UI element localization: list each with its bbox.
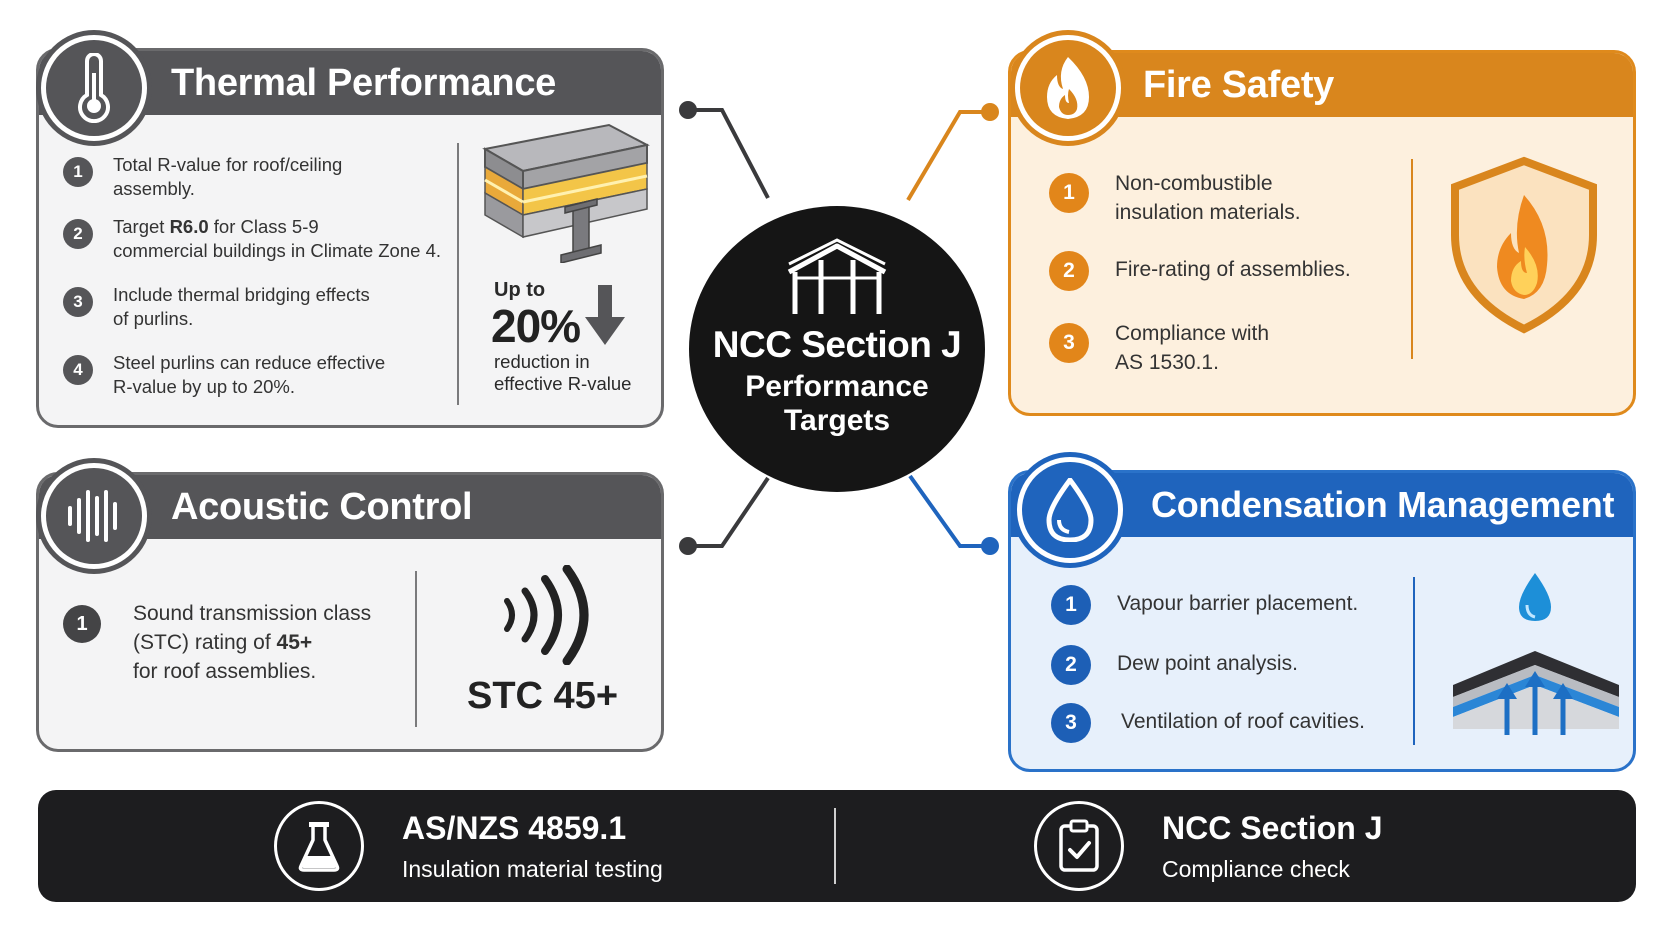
standards-footer: AS/NZS 4859.1 Insulation material testin… xyxy=(38,790,1636,902)
thermal-num-3: 3 xyxy=(63,287,93,317)
fire-divider xyxy=(1411,159,1413,359)
thermal-num-2: 2 xyxy=(63,219,93,249)
sound-wave-icon xyxy=(68,490,117,542)
water-drop-icon xyxy=(1046,478,1094,542)
condensation-item-1: Vapour barrier placement. xyxy=(1117,592,1359,615)
thermal-divider xyxy=(457,143,459,405)
fire-shield-icon xyxy=(1451,156,1597,334)
fire-badge xyxy=(1010,30,1126,146)
acoustic-divider xyxy=(415,571,417,727)
condensation-badge xyxy=(1012,452,1128,568)
thermal-num-1: 1 xyxy=(63,157,93,187)
roof-assembly-illustration xyxy=(482,123,650,263)
center-title: NCC Section J xyxy=(712,324,962,365)
condensation-title: Condensation Management xyxy=(1151,484,1615,525)
acoustic-num-1: 1 xyxy=(63,605,101,643)
fire-num-2: 2 xyxy=(1049,251,1089,291)
condensation-num-3: 3 xyxy=(1051,703,1091,743)
footer-left-title: AS/NZS 4859.1 xyxy=(402,810,627,846)
flask-badge xyxy=(274,801,364,891)
fire-title: Fire Safety xyxy=(1143,64,1335,106)
fire-num-3: 3 xyxy=(1049,323,1089,363)
fire-num-1: 1 xyxy=(1049,173,1089,213)
acoustic-title: Acoustic Control xyxy=(171,486,473,528)
building-frame-icon xyxy=(787,238,887,314)
thermal-num-4: 4 xyxy=(63,355,93,385)
acoustic-stat: STC 45+ xyxy=(467,675,619,717)
thermometer-icon xyxy=(78,53,110,123)
clipboard-badge xyxy=(1034,801,1124,891)
down-arrow-icon xyxy=(585,285,625,345)
footer-left-subtitle: Insulation material testing xyxy=(402,856,663,882)
condensation-num-1: 1 xyxy=(1051,585,1091,625)
flask-icon xyxy=(298,822,340,872)
flame-icon xyxy=(1047,57,1089,119)
condensation-item-2: Dew point analysis. xyxy=(1117,652,1298,675)
acoustic-item-1: Sound transmission class (STC) rating of… xyxy=(133,602,372,683)
thermal-badge xyxy=(36,30,152,146)
condensation-divider xyxy=(1413,577,1415,745)
thermal-stat-prefix: Up to xyxy=(494,279,546,301)
footer-divider xyxy=(834,808,836,884)
thermal-item-2: Target R6.0 for Class 5-9 commercial bui… xyxy=(113,216,441,261)
sound-waves-icon xyxy=(504,565,589,665)
acoustic-badge xyxy=(36,458,152,574)
thermal-stat-value: 20% xyxy=(491,300,581,352)
footer-right-title: NCC Section J xyxy=(1162,810,1383,846)
roof-ventilation-illustration xyxy=(1453,573,1619,735)
condensation-num-2: 2 xyxy=(1051,645,1091,685)
footer-right-subtitle: Compliance check xyxy=(1162,856,1350,882)
thermal-title: Thermal Performance xyxy=(171,62,557,104)
condensation-item-3: Ventilation of roof cavities. xyxy=(1121,710,1365,733)
clipboard-check-icon xyxy=(1059,819,1099,872)
thermal-performance-panel: Thermal Performance 1 Total R-value for … xyxy=(36,48,664,428)
fire-item-2: Fire-rating of assemblies. xyxy=(1115,258,1351,281)
